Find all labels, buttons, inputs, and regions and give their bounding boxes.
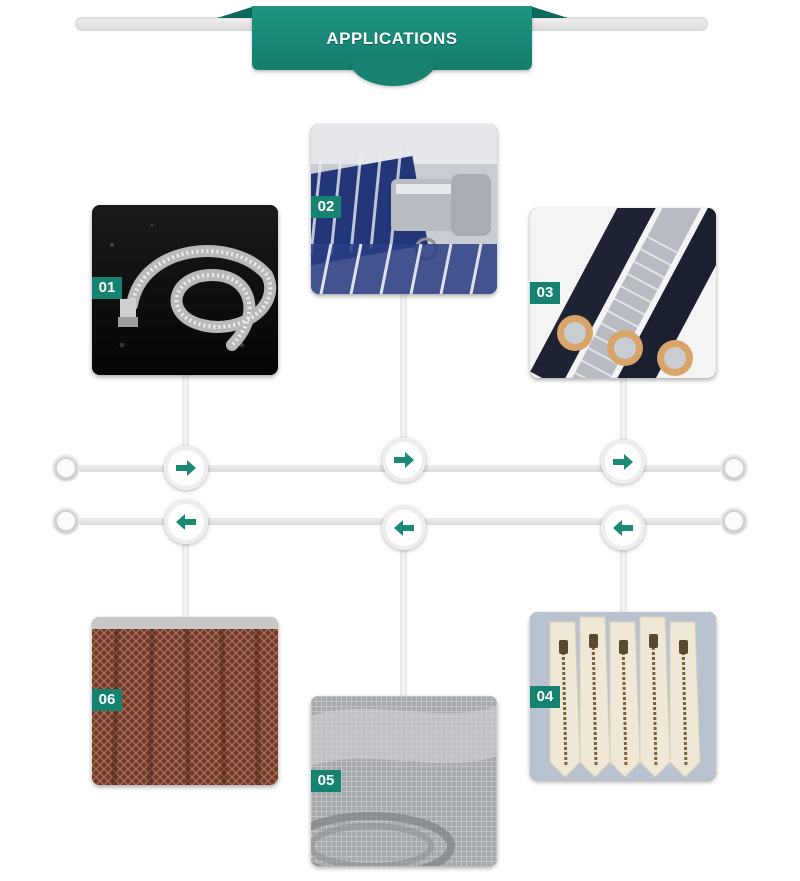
rail-end-node [55,510,77,532]
page-title: APPLICATIONS [326,29,458,48]
braided-steel-hose-photo [92,205,278,375]
right-arrow-icon [613,454,633,470]
application-badge: 05 [311,770,341,792]
rail-end-node [723,510,745,532]
connector-06 [182,544,189,618]
application-card-04[interactable]: 04 [530,612,716,780]
rail-end-node [55,457,77,479]
timeline-node-right[interactable] [382,438,426,482]
left-arrow-icon [613,520,633,536]
timeline-node-right[interactable] [601,440,645,484]
timeline-node-left[interactable] [382,506,426,550]
application-badge: 04 [530,686,560,708]
chainmail-curtain-photo [92,617,278,785]
header-banner [252,6,532,70]
application-badge: 01 [92,277,122,299]
wire-mesh-roll-photo [311,696,497,866]
application-badge: 02 [311,196,341,218]
connector-02 [400,294,407,438]
left-arrow-icon [176,514,196,530]
right-arrow-icon [176,460,196,476]
application-card-06[interactable]: 06 [92,617,278,785]
blue-spiral-suction-hose-photo [311,124,497,294]
right-arrow-icon [394,452,414,468]
timeline-node-left[interactable] [164,500,208,544]
application-card-01[interactable]: 01 [92,205,278,375]
banner-right-fold [530,6,568,18]
application-badge: 03 [530,282,560,304]
timeline-node-right[interactable] [164,446,208,490]
connector-05 [400,550,407,698]
connector-03 [620,378,627,442]
connector-01 [182,374,189,446]
rail-end-node [723,457,745,479]
metal-zipper-photo [530,612,716,780]
application-card-02[interactable]: 02 [311,124,497,294]
left-arrow-icon [394,520,414,536]
connector-04 [620,550,627,614]
application-card-03[interactable]: 03 [530,208,716,378]
armored-power-cable-photo [530,208,716,378]
application-card-05[interactable]: 05 [311,696,497,866]
banner-left-fold [217,6,255,18]
timeline-node-left[interactable] [601,506,645,550]
application-badge: 06 [92,689,122,711]
